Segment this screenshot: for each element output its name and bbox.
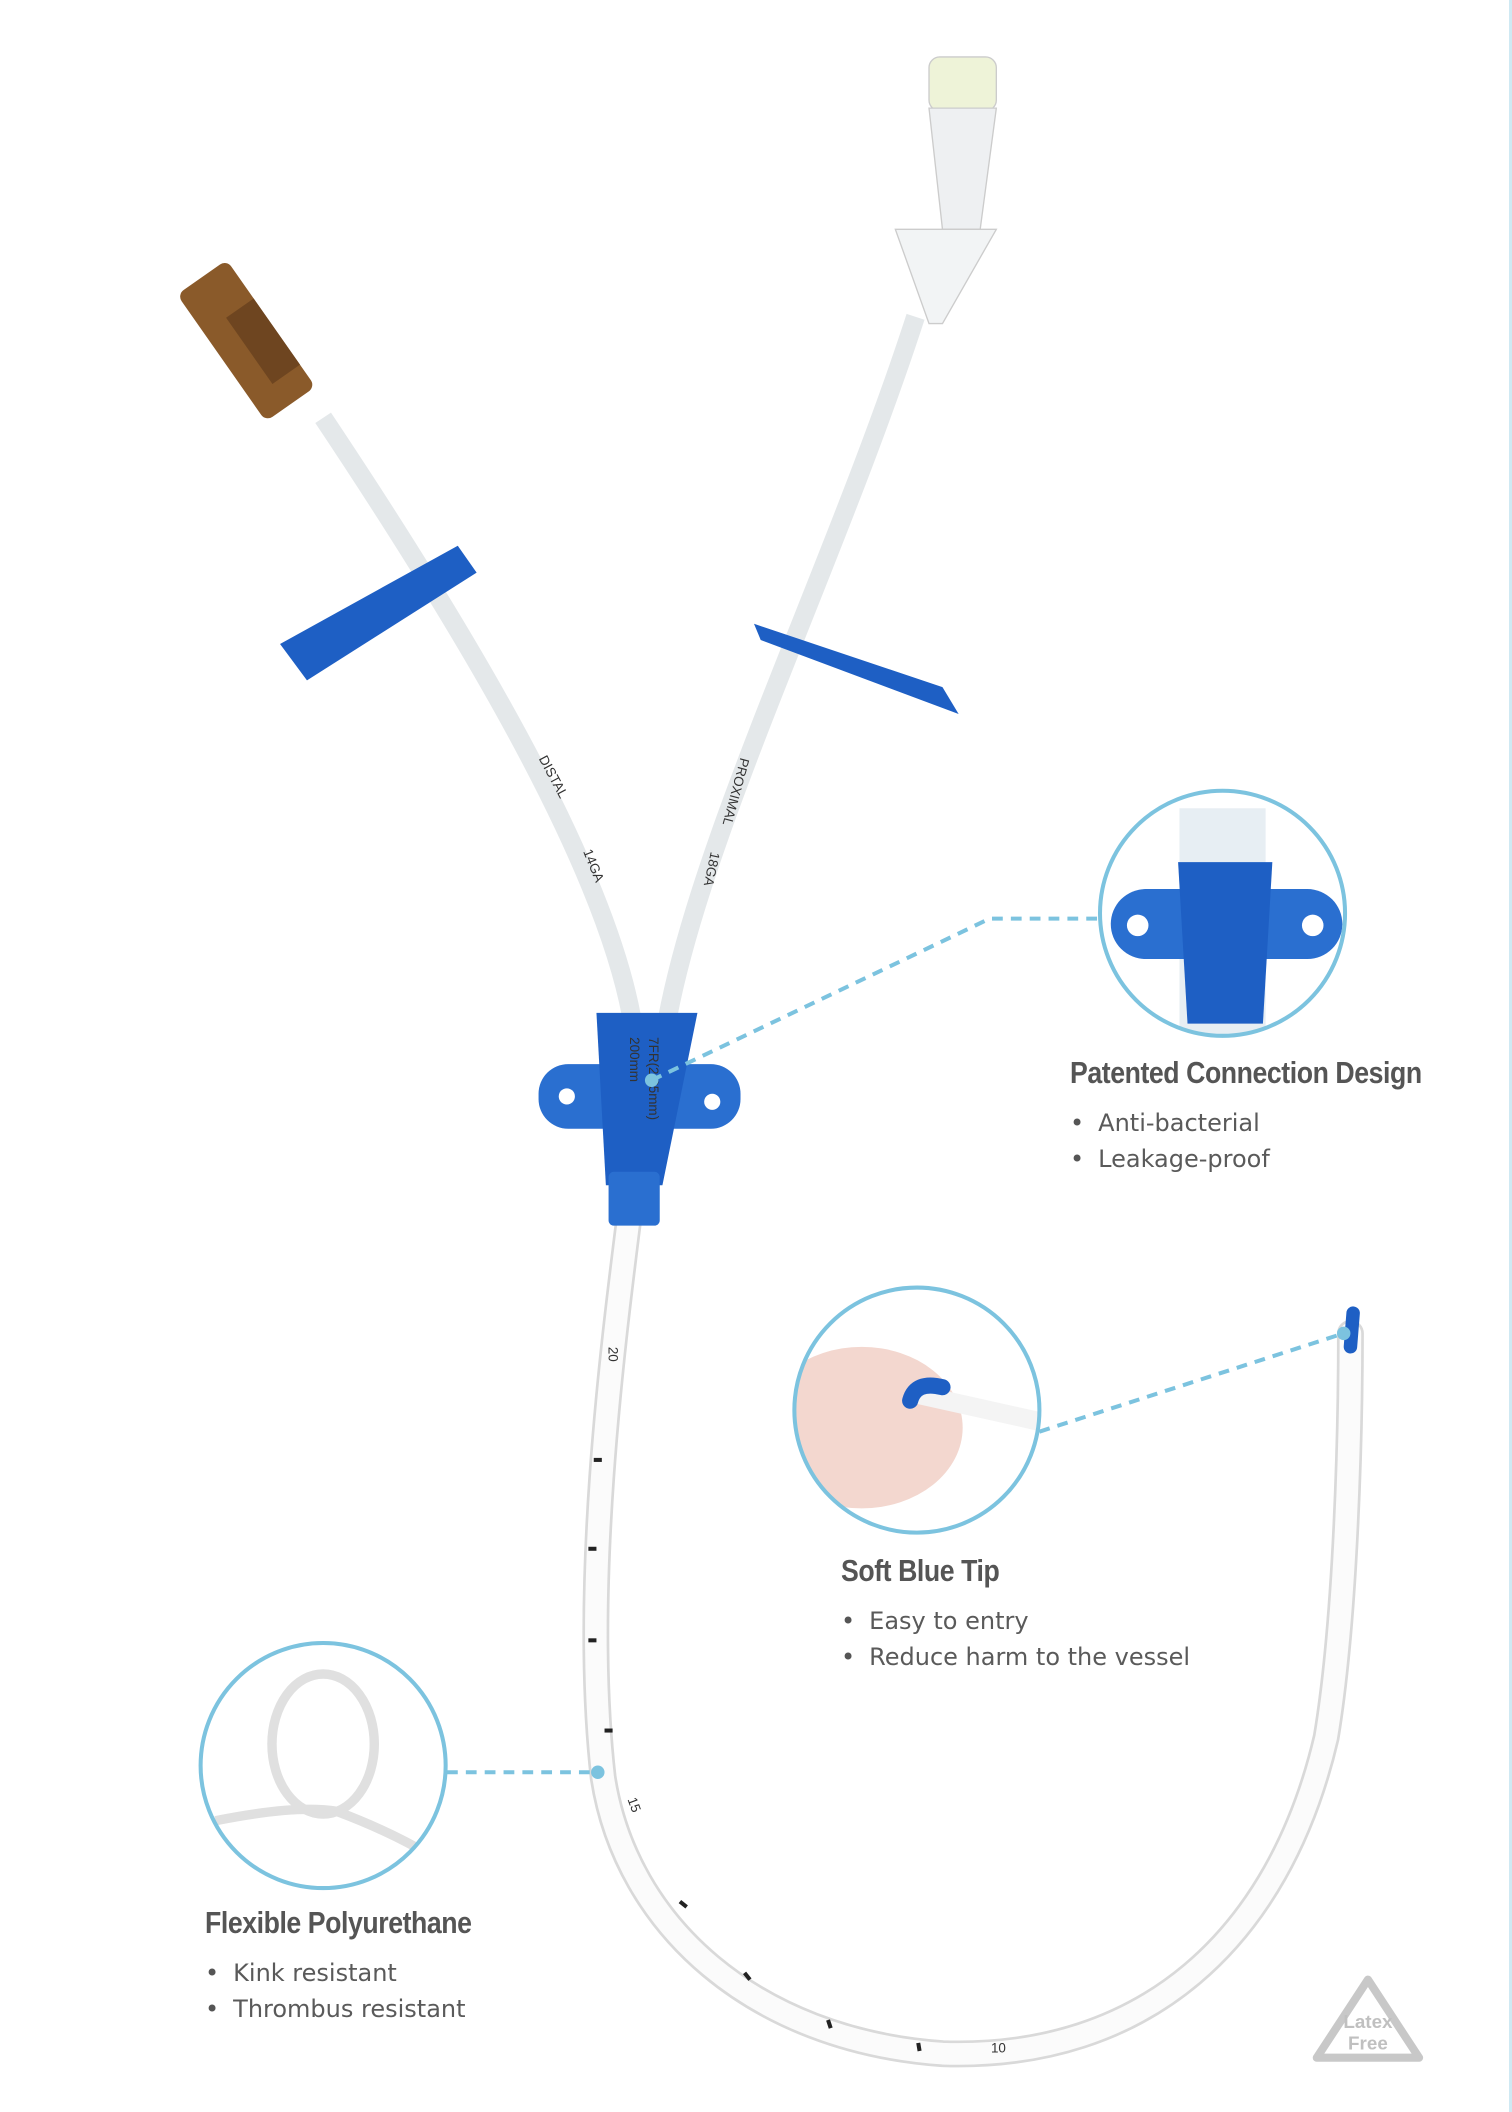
- callout-polyurethane: [198, 1641, 605, 1891]
- depth-markers: [588, 1457, 922, 2052]
- feature-bullet: Easy to entry: [841, 1603, 1190, 1639]
- proximal-needleless-connector: [894, 56, 998, 325]
- feature-bullet: Thrombus resistant: [205, 1991, 515, 2027]
- feature-connection-design: Patented Connection Design Anti-bacteria…: [1070, 1055, 1479, 1177]
- feature-soft-blue-tip: Soft Blue Tip Easy to entry Reduce harm …: [841, 1553, 1190, 1675]
- distal-line: [315, 412, 643, 1026]
- feature-title: Soft Blue Tip: [841, 1553, 1000, 1588]
- proximal-gauge-label: 18GA: [701, 851, 723, 888]
- feature-title: Flexible Polyurethane: [205, 1905, 472, 1940]
- mark-10: 10: [991, 2040, 1006, 2055]
- distal-clamp: [280, 545, 477, 681]
- callout-tip: [792, 1285, 1351, 1535]
- proximal-line: [657, 313, 925, 1026]
- feature-bullet: Kink resistant: [205, 1955, 515, 1991]
- mark-20: 20: [606, 1347, 621, 1362]
- proximal-clamp: [753, 623, 959, 715]
- feature-bullet: Reduce harm to the vessel: [841, 1639, 1190, 1675]
- catheter-hub: [538, 1012, 741, 1226]
- mark-15: 15: [625, 1795, 644, 1814]
- feature-flexible-polyurethane: Flexible Polyurethane Kink resistant Thr…: [205, 1905, 515, 2027]
- feature-title: Patented Connection Design: [1070, 1055, 1422, 1090]
- blue-tip: [1343, 1306, 1360, 1354]
- feature-bullet: Anti-bacterial: [1070, 1105, 1479, 1141]
- page-edge: [1509, 0, 1512, 2112]
- proximal-label: PROXIMAL: [719, 756, 752, 828]
- latex-free-badge: Latex Free: [1312, 1975, 1424, 2062]
- feature-bullet: Leakage-proof: [1070, 1141, 1479, 1177]
- badge-line2: Free: [1348, 2033, 1388, 2054]
- callout-connection: [644, 788, 1348, 1087]
- length-label: 200mm: [627, 1037, 642, 1082]
- badge-line1: Latex: [1343, 2011, 1393, 2032]
- distal-luer-connector: [180, 263, 313, 419]
